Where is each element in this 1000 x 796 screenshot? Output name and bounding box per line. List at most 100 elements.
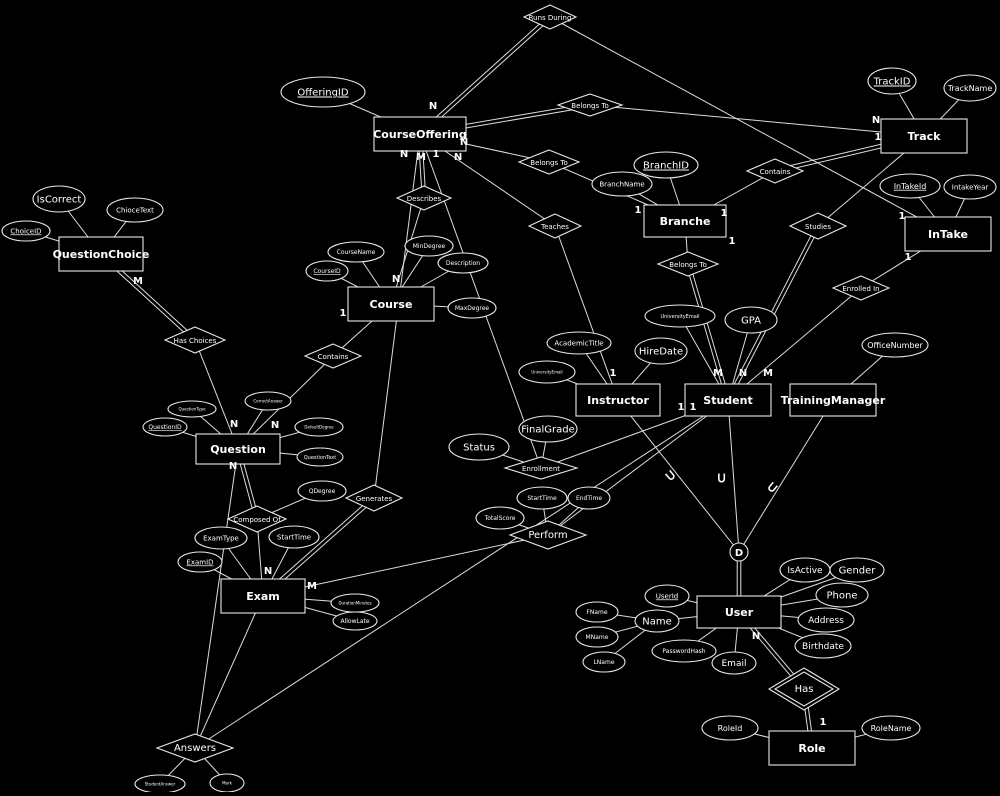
attribute-universityemail1[interactable]: UniversityEmail [644,304,716,328]
attribute-userid[interactable]: UserId [644,584,690,608]
relationship-perform[interactable]: Perform [508,520,588,550]
attribute-questiontype[interactable]: QuestionType [167,400,217,418]
attribute-coursename[interactable]: CourseName [327,241,385,263]
attribute-birthdate[interactable]: Birthdate [794,633,852,659]
attribute-ellipse [106,197,164,223]
attribute-ellipse [327,241,385,263]
attribute-branchid[interactable]: BranchID [633,151,699,179]
attribute-examid[interactable]: ExamID [177,551,223,573]
attribute-qdegree[interactable]: QDegree [297,480,347,502]
attribute-label: MinDegree [413,243,446,250]
attribute-defaultdegree[interactable]: DefaultDegree [294,417,344,437]
attribute-durationminutes[interactable]: DurationMinutes [330,593,380,613]
attribute-endtime[interactable]: EndTime [567,486,611,510]
relationship-studies[interactable]: Studies [788,212,848,240]
cardinality-label: 1 [875,132,882,143]
entity-question[interactable]: Question [195,433,281,465]
attribute-universityemail2[interactable]: UniversityEmail [518,360,576,384]
relationship-belongsto3[interactable]: Belongs To [656,251,720,277]
attribute-mname[interactable]: MName [575,626,619,648]
attribute-questiontext[interactable]: QuestionText [296,447,344,467]
entity-role[interactable]: Role [768,730,856,766]
attribute-courseid[interactable]: CourseID [305,260,349,282]
attribute-isactive[interactable]: IsActive [779,557,831,583]
attribute-choiceid[interactable]: ChoiceID [1,220,51,242]
relationship-contains2[interactable]: Contains [303,343,363,369]
attribute-chiocetext[interactable]: ChioceText [106,197,164,223]
attribute-examtype[interactable]: ExamType [194,526,248,550]
relationship-diamond [556,93,624,117]
entity-user[interactable]: User [696,595,782,629]
entity-intake[interactable]: InTake [904,216,992,252]
entity-box [643,204,727,238]
entity-student[interactable]: Student [684,383,772,417]
relationship-teaches[interactable]: Teaches [527,213,583,239]
relationship-label: Contains [760,168,791,176]
relationship-belongsto2[interactable]: Belongs To [517,149,581,175]
attribute-email[interactable]: Email [711,651,757,675]
attribute-ellipse [296,447,344,467]
entity-exam[interactable]: Exam [220,578,306,614]
connector-courseoffering-runsduring [418,15,550,134]
attribute-correctanswer[interactable]: CorrectAnswer [244,391,292,411]
attribute-intakeid[interactable]: InTakeId [879,173,941,199]
attribute-address[interactable]: Address [797,607,855,633]
relationship-enrolledin[interactable]: Enrolled In [831,275,891,301]
attribute-ellipse [305,260,349,282]
attribute-academictitle[interactable]: AcademicTitle [546,331,612,355]
attribute-allowlate[interactable]: AllowLate [332,611,378,631]
attribute-lname[interactable]: LName [582,651,626,673]
entity-track[interactable]: Track [880,118,968,154]
entity-courseoffering[interactable]: CourseOffering [373,116,467,152]
attribute-phone[interactable]: Phone [815,582,869,608]
relationship-composedof[interactable]: Composed Of [226,505,288,533]
attribute-gender[interactable]: Gender [829,557,885,583]
attribute-fname[interactable]: FName [575,601,619,623]
attribute-branchname[interactable]: BranchName [591,171,653,197]
cardinality-label: 1 [721,208,728,219]
attribute-roleid[interactable]: RoleId [701,715,759,741]
entity-box [347,286,435,322]
attribute-totalscore[interactable]: TotalScore [475,506,525,530]
attribute-description[interactable]: Description [437,252,489,274]
entity-branche[interactable]: Branche [643,204,727,238]
attribute-trackname[interactable]: TrackName [943,74,997,102]
relationship-contains1[interactable]: Contains [745,158,805,184]
relationship-answers[interactable]: Answers [155,733,235,763]
attribute-officenumber[interactable]: OfficeNumber [861,332,929,358]
relationship-generates[interactable]: Generates [344,484,404,512]
attribute-intakeyear[interactable]: IntakeYear [943,174,997,200]
attribute-starttime1[interactable]: StartTime [268,525,320,549]
attribute-finalgrade[interactable]: FinalGrade [518,415,578,443]
attribute-questionid[interactable]: QuestionID [142,417,188,437]
attribute-ellipse [518,415,578,443]
attribute-passwordhash[interactable]: PasswordHash [651,639,717,663]
attribute-mindegree[interactable]: MinDegree [404,235,454,257]
relationship-belongsto1[interactable]: Belongs To [556,93,624,117]
attribute-maxdegree[interactable]: MaxDegree [447,297,497,319]
entity-course[interactable]: Course [347,286,435,322]
attribute-iscorrect[interactable]: IsCorrect [32,185,86,213]
attribute-gpa[interactable]: GPA [724,306,778,334]
attribute-hiredate[interactable]: HireDate [634,337,688,365]
relationship-describes[interactable]: Describes [395,185,453,211]
relationship-runsduring[interactable]: Runs During [522,4,578,30]
cardinality-label: M [133,276,143,287]
attribute-label: TrackID [873,77,911,88]
attribute-rolename[interactable]: RoleName [861,715,921,741]
relationship-diamond [522,4,578,30]
attribute-trackid[interactable]: TrackID [867,67,917,95]
relationship-enrollment[interactable]: Enrollment [503,456,579,480]
attribute-name[interactable]: Name [634,609,680,633]
entity-trainingmanager[interactable]: TrainingManager [781,383,886,417]
attribute-mark[interactable]: Mark [209,773,245,793]
entity-instructor[interactable]: Instructor [575,383,661,417]
relationship-has[interactable]: Has [767,667,841,711]
cardinality-label: 1 [340,308,347,319]
attribute-status[interactable]: Status [448,433,510,461]
relationship-haschoices[interactable]: Has Choices [163,326,227,354]
attribute-offeringid[interactable]: OfferingID [280,76,366,108]
attribute-starttime2[interactable]: StartTime [516,486,568,510]
attribute-studentanswer[interactable]: StudentAnswer [134,774,186,794]
entity-questionchoice[interactable]: QuestionChoice [53,236,150,272]
